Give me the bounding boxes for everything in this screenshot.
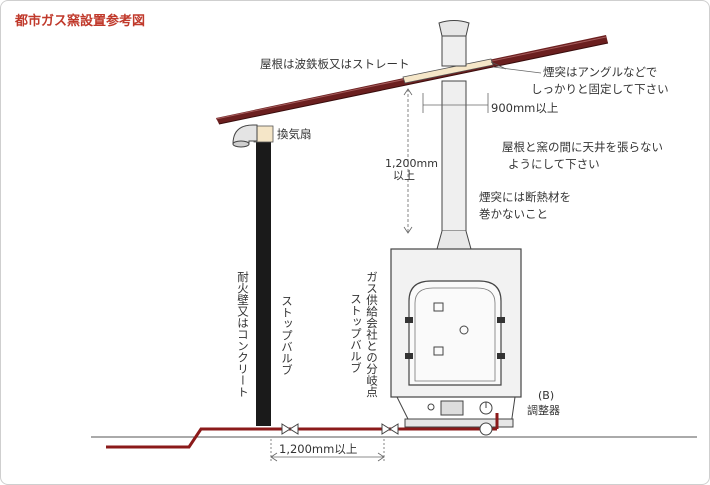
dim-1200-horizontal xyxy=(270,439,385,463)
gas-branch-label-2: ストップバルブ xyxy=(349,293,363,374)
gas-pipe xyxy=(106,413,499,449)
roof xyxy=(215,35,609,125)
roof-label: 屋根は波鉄板又はストレート xyxy=(260,57,410,71)
ceiling-note-1: 屋根と窯の間に天井を張らない xyxy=(502,140,663,154)
regulator-label-2: 調整器 xyxy=(527,403,560,417)
chimney xyxy=(436,20,472,250)
fire-wall-label: 耐火壁又はコンクリート xyxy=(236,271,250,398)
fan-label: 換気扇 xyxy=(277,127,312,141)
regulator-label-1: (B) xyxy=(538,389,554,402)
dim-1200-vertical xyxy=(403,88,413,234)
dim-1200-vertical-label-2: 以上 xyxy=(393,169,415,182)
ceiling-note-2: ようにして下さい xyxy=(508,157,600,171)
leader-line xyxy=(492,66,542,74)
fire-wall xyxy=(253,125,274,426)
insulation-note-1: 煙突には断熱材を xyxy=(479,190,571,204)
stop-valve-label: ストップバルブ xyxy=(280,295,294,376)
gas-branch-label-1: ガス供給会社との分岐点 xyxy=(365,271,379,398)
regulator-symbol xyxy=(479,422,493,436)
stop-valve-symbol xyxy=(281,423,299,435)
insulation-note-2: 巻かないこと xyxy=(479,207,548,221)
diagram-title: 都市ガス窯設置参考図 xyxy=(14,13,145,29)
dim-900-label: 900mm以上 xyxy=(491,101,558,115)
chimney-fix-label-2: しっかりと固定して下さい xyxy=(531,82,669,96)
kiln xyxy=(390,248,522,428)
dim-1200-vertical-label-1: 1,200mm xyxy=(385,157,438,170)
chimney-fix-label-1: 煙突はアングルなどで xyxy=(543,65,657,79)
branch-valve-symbol xyxy=(381,423,399,435)
dim-900 xyxy=(422,93,489,113)
dim-1200-horizontal-label: 1,200mm以上 xyxy=(279,442,357,456)
fan-duct xyxy=(232,124,258,148)
